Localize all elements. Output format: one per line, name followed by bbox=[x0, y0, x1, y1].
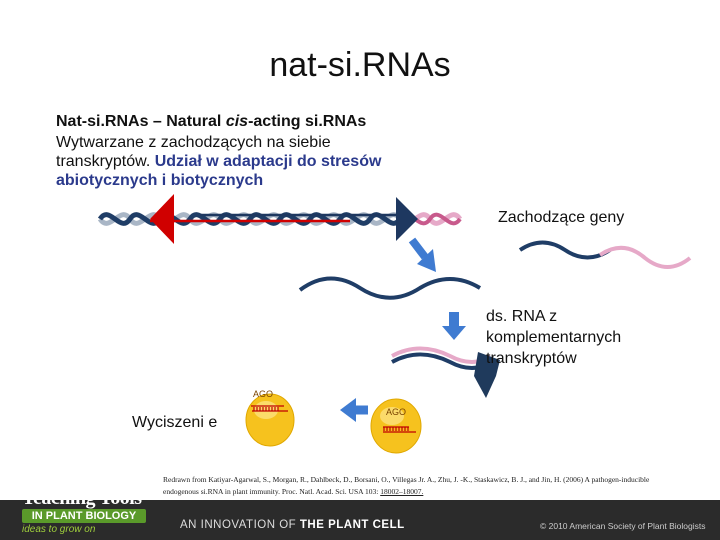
label-overlapping-genes: Zachodzące geny bbox=[498, 209, 625, 226]
logo-line1: Teaching Tools bbox=[22, 487, 142, 509]
footer-center-pre: AN INNOVATION OF bbox=[180, 519, 300, 531]
flow-arrow-left bbox=[340, 398, 368, 422]
citation: Redrawn from Katiyar-Agarwal, S., Morgan… bbox=[163, 474, 673, 498]
citation-link[interactable]: 18002–18007. bbox=[380, 487, 424, 496]
label-dsrna: ds. RNA z komplementarnych transkryptów bbox=[486, 308, 622, 367]
footer-innovation: AN INNOVATION OF THE PLANT CELL bbox=[180, 519, 405, 531]
slide-body: Wytwarzane z zachodzących na siebie tran… bbox=[56, 133, 396, 190]
flow-arrow-down-right bbox=[408, 237, 436, 272]
ago-label-1: AGO bbox=[253, 389, 273, 399]
body-plain: Wytwarzane z zachodzących na siebie tran… bbox=[56, 134, 331, 170]
ago-complex-loaded: AGO bbox=[370, 398, 422, 454]
citation-text: Redrawn from Katiyar-Agarwal, S., Morgan… bbox=[163, 475, 650, 496]
ago-complex-silencing: AGO bbox=[245, 389, 295, 447]
footer-copyright: © 2010 American Society of Plant Biologi… bbox=[540, 521, 706, 531]
gene-arrow-navy bbox=[396, 197, 418, 241]
heading-pre: Nat-si.RNAs – Natural bbox=[56, 113, 226, 130]
ago-label-2: AGO bbox=[386, 407, 406, 417]
transcript-pink bbox=[598, 245, 692, 269]
footer-center-bold: THE PLANT CELL bbox=[299, 519, 405, 531]
logo-line3: ideas to grow on bbox=[22, 524, 96, 535]
gene-arrow-red bbox=[150, 194, 174, 244]
heading-post: -acting si.RNAs bbox=[248, 113, 367, 130]
logo-line2: IN PLANT BIOLOGY bbox=[22, 509, 146, 523]
slide-heading: Nat-si.RNAs – Natural cis-acting si.RNAs bbox=[56, 113, 366, 131]
flow-arrow-down bbox=[442, 312, 466, 340]
transcript-dark-2 bbox=[518, 240, 612, 260]
sirna-2 bbox=[383, 426, 416, 433]
teaching-tools-logo: Teaching Tools IN PLANT BIOLOGY ideas to… bbox=[22, 488, 150, 538]
label-silenced: Wyciszeni e bbox=[132, 414, 218, 431]
body-highlight: Udział w adaptacji do stresów abiotyczny… bbox=[56, 153, 382, 189]
overlapping-genes-helix bbox=[97, 194, 463, 244]
dicer-shape bbox=[474, 352, 500, 398]
sirna-1 bbox=[251, 405, 288, 412]
transcript-dark bbox=[298, 276, 482, 300]
heading-em: cis bbox=[225, 113, 249, 130]
slide-title: nat-si.RNAs bbox=[269, 46, 451, 84]
